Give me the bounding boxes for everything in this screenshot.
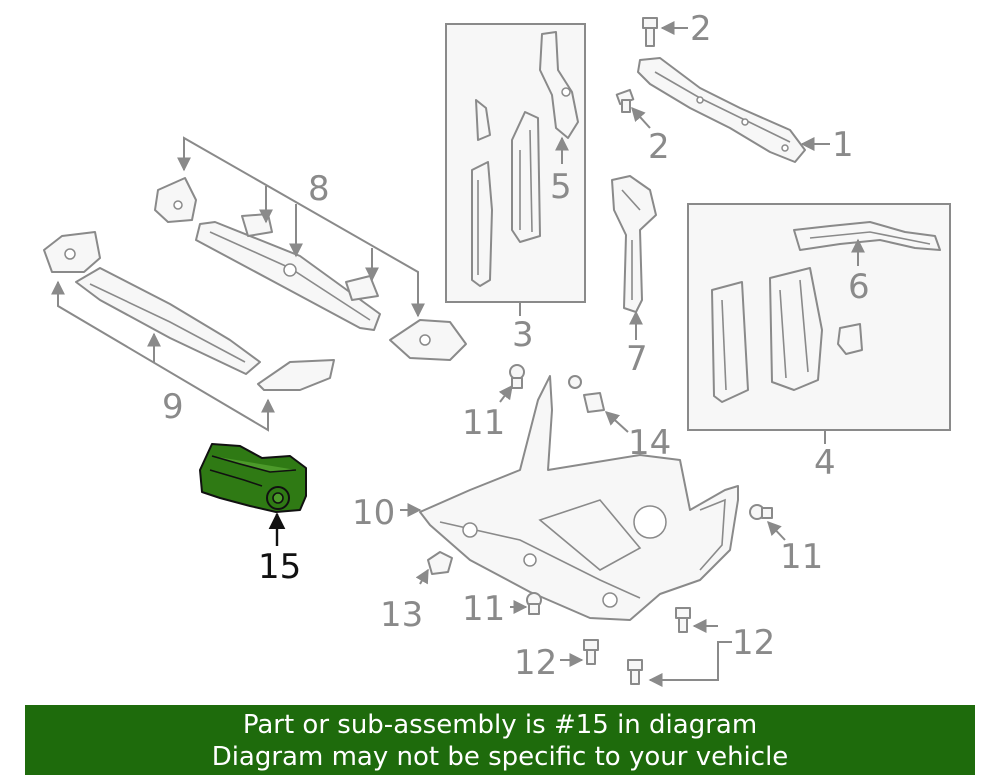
callout-9: 9 [162, 387, 184, 427]
leader-13 [415, 568, 429, 585]
parts-diagram: 1 2 2 3 4 5 6 7 8 9 10 11 11 11 12 12 13… [43, 9, 951, 687]
banner-line-1: Part or sub-assembly is #15 in diagram [242, 710, 758, 740]
part-6-upper-member [793, 221, 941, 251]
part-8-cross-member [154, 177, 467, 361]
callout-11c: 11 [462, 589, 505, 629]
callout-3: 3 [512, 315, 534, 355]
callout-2b: 2 [648, 127, 670, 167]
callout-11b: 11 [780, 537, 823, 577]
leader-9 [51, 280, 275, 432]
part-15-highlighted [199, 443, 307, 513]
part-12-bolt-c [627, 659, 643, 685]
callout-5: 5 [550, 167, 572, 207]
part-11-clip-b [749, 504, 773, 520]
part-11-clip-a [509, 364, 525, 389]
part-13-clip [427, 551, 453, 575]
part-9-lower-member [43, 231, 335, 391]
info-banner: Part or sub-assembly is #15 in diagram D… [25, 705, 975, 775]
part-4-side-members [711, 267, 863, 403]
callout-12a: 12 [732, 623, 775, 663]
callout-10: 10 [352, 493, 395, 533]
part-11-clip-c [526, 592, 542, 615]
callout-15: 15 [258, 547, 301, 587]
part-14-clip [568, 375, 605, 413]
callout-2a: 2 [690, 9, 712, 49]
part-2-bolt-b [615, 88, 635, 113]
leader-2b [631, 106, 651, 129]
callout-13: 13 [380, 595, 423, 635]
callout-4: 4 [814, 443, 836, 483]
banner-line-2: Diagram may not be specific to your vehi… [211, 742, 789, 772]
leader-12 [648, 619, 732, 687]
callout-12b: 12 [514, 643, 557, 683]
part-7-stay [611, 175, 657, 313]
leader-8 [177, 136, 425, 318]
callout-1: 1 [832, 125, 854, 165]
part-12-bolt-b [583, 639, 599, 665]
callout-8: 8 [308, 169, 330, 209]
part-1-upper-support [637, 57, 806, 163]
leader-11b [767, 520, 786, 541]
leader-14 [604, 411, 629, 433]
part-10-under-cover [419, 375, 739, 621]
callout-7: 7 [626, 339, 648, 379]
callout-14: 14 [628, 423, 671, 463]
leader-11a [498, 384, 513, 403]
callout-6: 6 [848, 267, 870, 307]
part-2-bolt-a [642, 17, 658, 47]
part-12-bolt-a [675, 607, 691, 633]
part-3-side-panels [471, 99, 541, 287]
part-5-bracket [539, 31, 579, 139]
callout-11a: 11 [462, 403, 505, 443]
